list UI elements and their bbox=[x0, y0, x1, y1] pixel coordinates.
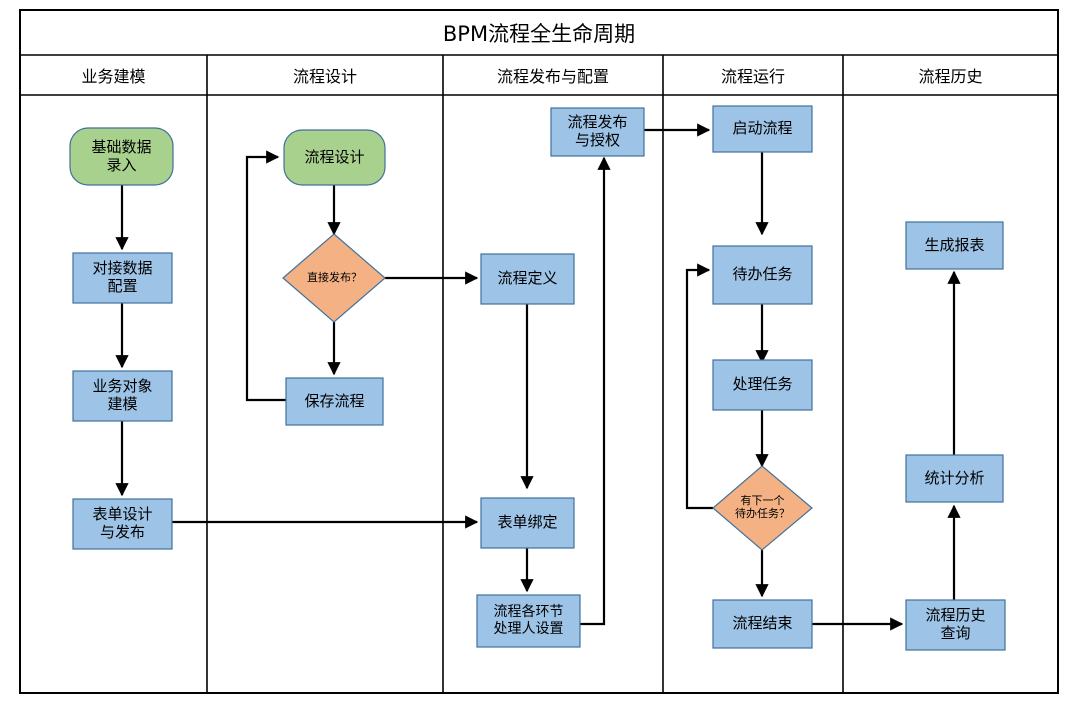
edge-has-next-task-to-todo-task bbox=[685, 263, 713, 510]
shape-has-next-task[interactable] bbox=[712, 465, 813, 551]
column-header-process-runtime: 流程运行 bbox=[720, 67, 785, 86]
diagram-frame bbox=[19, 9, 1059, 694]
shape-publish-authorize[interactable] bbox=[550, 107, 645, 157]
shape-publish-directly[interactable] bbox=[282, 233, 386, 323]
diagram-title: BPM流程全生命周期 bbox=[442, 21, 636, 46]
shape-basic-data-entry[interactable] bbox=[69, 127, 174, 186]
column-header-process-history: 流程历史 bbox=[918, 67, 983, 86]
shape-handle-task[interactable] bbox=[712, 359, 813, 411]
shape-save-process[interactable] bbox=[285, 377, 384, 426]
shape-generate-report[interactable] bbox=[905, 221, 1004, 270]
shape-history-query[interactable] bbox=[905, 599, 1006, 651]
edge-node-assignee-to-publish-authorize bbox=[580, 156, 611, 626]
shape-start-process[interactable] bbox=[712, 105, 813, 153]
shape-node-assignee[interactable] bbox=[476, 594, 581, 648]
column-header-business-modeling: 业务建模 bbox=[81, 67, 146, 86]
edge-layer bbox=[115, 123, 961, 631]
shape-process-definition[interactable] bbox=[480, 253, 575, 305]
shape-process-design[interactable] bbox=[283, 129, 386, 186]
column-header-process-design: 流程设计 bbox=[292, 67, 357, 86]
node-shape-layer bbox=[69, 105, 1006, 651]
shape-process-end[interactable] bbox=[712, 599, 813, 649]
shape-form-design[interactable] bbox=[72, 498, 173, 550]
shape-data-integration[interactable] bbox=[72, 252, 173, 304]
shape-statistics[interactable] bbox=[905, 454, 1004, 503]
edge-save-process-to-process-design bbox=[245, 150, 286, 402]
shape-form-binding[interactable] bbox=[480, 497, 575, 549]
column-header-publish-config: 流程发布与配置 bbox=[496, 67, 609, 86]
shape-todo-task[interactable] bbox=[712, 245, 813, 305]
shape-business-object[interactable] bbox=[72, 370, 173, 422]
